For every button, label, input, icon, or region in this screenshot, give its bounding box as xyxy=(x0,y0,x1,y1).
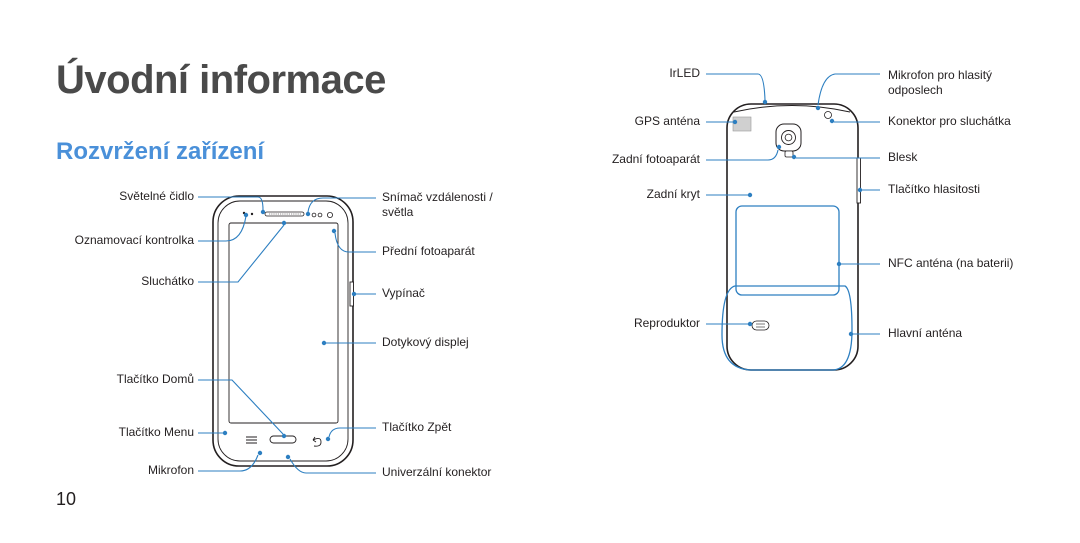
label-home-key: Tlačítko Domů xyxy=(116,372,194,386)
proximity-sensor xyxy=(311,212,317,218)
label-microphone: Mikrofon xyxy=(147,463,194,477)
main-antenna-outline xyxy=(721,285,853,371)
headset-jack xyxy=(824,111,832,119)
volume-key xyxy=(856,157,861,204)
label-front-camera: Přední fotoaparát xyxy=(382,244,475,258)
label-volume-key: Tlačítko hlasitosti xyxy=(888,182,981,196)
light-sensor-dot xyxy=(250,212,254,216)
label-main-antenna: Hlavní anténa xyxy=(888,326,963,340)
label-speakerphone-mic: Mikrofon pro hlasitý odposlech xyxy=(888,68,993,97)
label-nfc-antenna: NFC anténa (na baterii) xyxy=(888,256,1014,270)
back-phone-illustration xyxy=(721,103,861,371)
label-light-sensor: Světelné čidlo xyxy=(119,189,194,203)
label-irled: IrLED xyxy=(669,66,700,80)
menu-key-icon xyxy=(246,436,257,444)
front-phone-illustration xyxy=(212,195,354,467)
label-rear-camera: Zadní fotoaparát xyxy=(611,152,700,166)
label-touch-screen: Dotykový displej xyxy=(382,335,469,349)
label-power-key: Vypínač xyxy=(382,286,425,300)
label-earpiece: Sluchátko xyxy=(141,274,194,288)
front-callouts xyxy=(198,196,376,474)
gps-antenna-area xyxy=(732,116,752,132)
label-menu-key: Tlačítko Menu xyxy=(118,425,194,439)
label-gps-antenna: GPS anténa xyxy=(634,114,700,128)
back-key-icon xyxy=(312,436,322,447)
page-number: 10 xyxy=(56,489,77,509)
label-flash: Blesk xyxy=(888,150,918,164)
label-back-cover: Zadní kryt xyxy=(646,187,700,201)
label-proximity-sensor: Snímač vzdálenosti / světla xyxy=(382,190,493,219)
speaker-grille xyxy=(751,320,770,331)
label-headset-jack: Konektor pro sluchátka xyxy=(888,114,1011,128)
flash xyxy=(784,150,794,158)
label-multipurpose-jack: Univerzální konektor xyxy=(382,465,492,479)
label-speaker: Reproduktor xyxy=(633,316,700,330)
section-title: Rozvržení zařízení xyxy=(56,138,265,165)
front-camera xyxy=(326,211,333,218)
label-back-key: Tlačítko Zpět xyxy=(382,420,452,434)
page-title: Úvodní informace xyxy=(56,58,386,102)
back-callouts xyxy=(706,73,880,337)
label-notification-led: Oznamovací kontrolka xyxy=(74,233,194,247)
front-earpiece xyxy=(264,211,305,217)
nfc-antenna-outline xyxy=(735,205,840,296)
